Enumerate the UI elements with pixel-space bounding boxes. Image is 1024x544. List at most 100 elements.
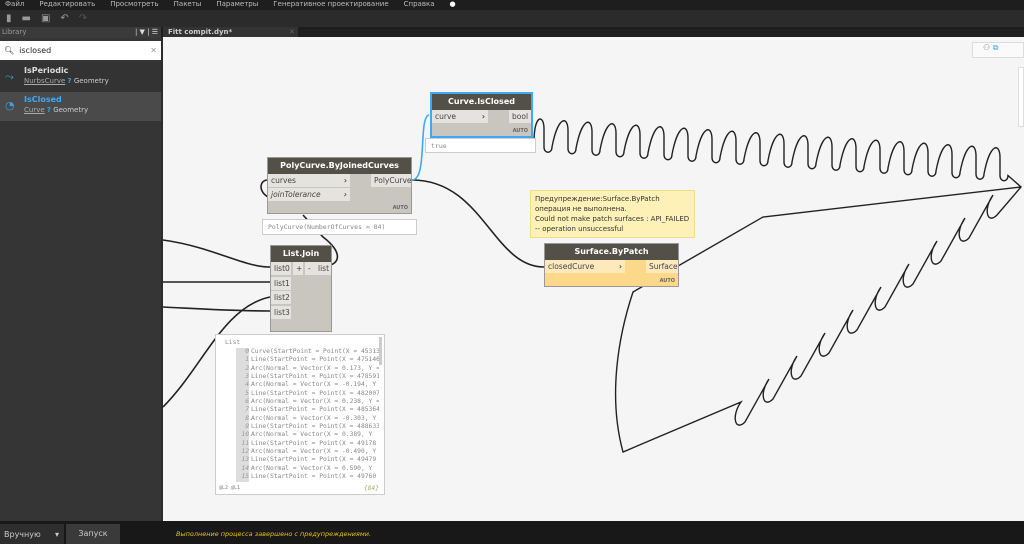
wire — [163, 306, 271, 312]
help-icon[interactable]: ? — [46, 106, 51, 114]
graph-view-icon[interactable]: ⧉ — [992, 43, 999, 52]
node-polycurve-byjoinedcurves[interactable]: PolyCurve.ByJoinedCurves curves› joinTol… — [267, 157, 412, 214]
output-port-list[interactable]: list — [315, 262, 331, 275]
curve-geometry — [533, 118, 1022, 453]
result-class[interactable]: Curve — [24, 106, 45, 114]
node-title: PolyCurve.ByJoinedCurves — [268, 158, 411, 174]
result-category: Geometry — [73, 77, 109, 85]
new-file-icon[interactable]: ▮ — [6, 13, 12, 24]
node-title: Surface.ByPatch — [545, 244, 678, 260]
wire — [163, 239, 271, 268]
remove-input-button[interactable]: - — [305, 262, 315, 275]
help-icon[interactable]: ? — [67, 77, 72, 85]
geometry-view-icon[interactable]: ⚇ — [983, 43, 991, 52]
output-port-surface[interactable]: Surface — [646, 260, 678, 273]
menu-file[interactable]: Файл — [5, 0, 25, 8]
undo-icon[interactable]: ↶ — [60, 13, 69, 24]
menu-edit[interactable]: Редактировать — [39, 0, 96, 8]
input-port-jointolerance[interactable]: joinTolerance› — [268, 188, 350, 201]
output-port-polycurve[interactable]: PolyCurve — [371, 174, 412, 187]
curve-icon: ◔ — [5, 99, 15, 112]
tab-workspace[interactable]: Fitt compit.dyn*✕ — [163, 27, 298, 37]
input-port-list0[interactable]: list0 — [271, 262, 291, 275]
clear-search-icon[interactable]: ✕ — [150, 46, 157, 55]
lacing-label: AUTO — [512, 128, 528, 134]
nurbs-curve-icon: ⤳ — [5, 70, 14, 83]
list-count: {84} — [363, 485, 379, 492]
preview-isclosed: true — [425, 138, 536, 153]
menu-settings[interactable]: Параметры — [216, 0, 259, 8]
view-toggle[interactable]: ⚇ ⧉ — [972, 42, 1024, 58]
result-name: IsPeriodic — [24, 66, 69, 75]
result-class[interactable]: NurbsCurve — [24, 77, 66, 85]
input-port-list2[interactable]: list2 — [271, 291, 291, 304]
search-result-isclosed[interactable]: ◔ IsClosed Curve ? Geometry — [0, 92, 161, 121]
input-port-closedcurve[interactable]: closedCurve› — [545, 260, 625, 273]
node-list-join[interactable]: List.Join list0 + - list list1 list2 lis… — [270, 245, 332, 332]
menu-view[interactable]: Просмотреть — [110, 0, 159, 8]
node-title: Curve.IsClosed — [432, 94, 531, 110]
preview-polycurve: PolyCurve(NumberOfCurves = 84) — [262, 219, 417, 235]
chevron-down-icon: ▾ — [54, 530, 59, 539]
input-port-curves[interactable]: curves› — [268, 174, 350, 187]
result-name: IsClosed — [24, 95, 62, 104]
warning-tooltip: Предупреждение:Surface.ByPatch операция … — [530, 190, 695, 238]
toolbar: ▮ ▬ ▣ ↶ ↷ — [0, 10, 1024, 27]
lacing-label: AUTO — [659, 278, 675, 284]
filter-icon[interactable]: | ▼ | ☰ — [134, 28, 158, 36]
output-port-bool[interactable]: bool — [509, 110, 531, 123]
add-input-button[interactable]: + — [293, 262, 303, 275]
lacing-label: AUTO — [392, 205, 408, 211]
list-header: List — [225, 339, 241, 346]
wire-selected — [411, 114, 430, 181]
search-icon: 🔍︎ — [4, 46, 15, 55]
list-levels: @L2 @L1 — [219, 485, 241, 491]
open-file-icon[interactable]: ▬ — [21, 13, 31, 24]
menu-packages[interactable]: Пакеты — [173, 0, 202, 8]
graph-canvas[interactable]: Curve.IsClosed curve› bool AUTO true Pol… — [163, 37, 1024, 521]
input-port-list3[interactable]: list3 — [271, 306, 291, 319]
result-category: Geometry — [53, 106, 89, 114]
library-panel: Library | ▼ | ☰ 🔍︎isclosed✕ ⤳ IsPeriodic … — [0, 27, 161, 521]
node-curve-isclosed[interactable]: Curve.IsClosed curve› bool AUTO — [430, 92, 533, 138]
library-title: Library — [2, 28, 27, 36]
search-input[interactable]: 🔍︎isclosed✕ — [0, 41, 161, 60]
wire — [163, 296, 271, 408]
tab-bar — [161, 27, 1024, 37]
close-tab-icon[interactable]: ✕ — [289, 28, 295, 36]
node-title: List.Join — [271, 246, 331, 262]
status-message: Выполнение процесса завершено с предупре… — [176, 530, 372, 538]
menu-bar: Файл Редактировать Просмотреть Пакеты Па… — [0, 0, 1024, 10]
node-surface-bypatch[interactable]: Surface.ByPatch closedCurve› Surface AUT… — [544, 243, 679, 287]
menu-generative[interactable]: Генеративное проектирование — [273, 0, 389, 8]
redo-icon[interactable]: ↷ — [78, 13, 88, 24]
list-scrollbar[interactable] — [379, 337, 382, 365]
search-result-isperiodic[interactable]: ⤳ IsPeriodic NurbsCurve ? Geometry — [0, 63, 161, 92]
status-bar — [0, 521, 1024, 544]
input-port-curve[interactable]: curve› — [432, 110, 488, 123]
run-button[interactable]: Запуск — [66, 524, 120, 544]
zoom-controls[interactable] — [1018, 67, 1024, 127]
input-port-list1[interactable]: list1 — [271, 277, 291, 290]
save-icon[interactable]: ▣ — [40, 13, 51, 24]
run-mode-select[interactable]: Вручную▾ — [0, 524, 64, 544]
menu-help[interactable]: Справка — [403, 0, 435, 8]
info-icon[interactable]: ● — [449, 0, 456, 8]
wire — [411, 179, 545, 268]
